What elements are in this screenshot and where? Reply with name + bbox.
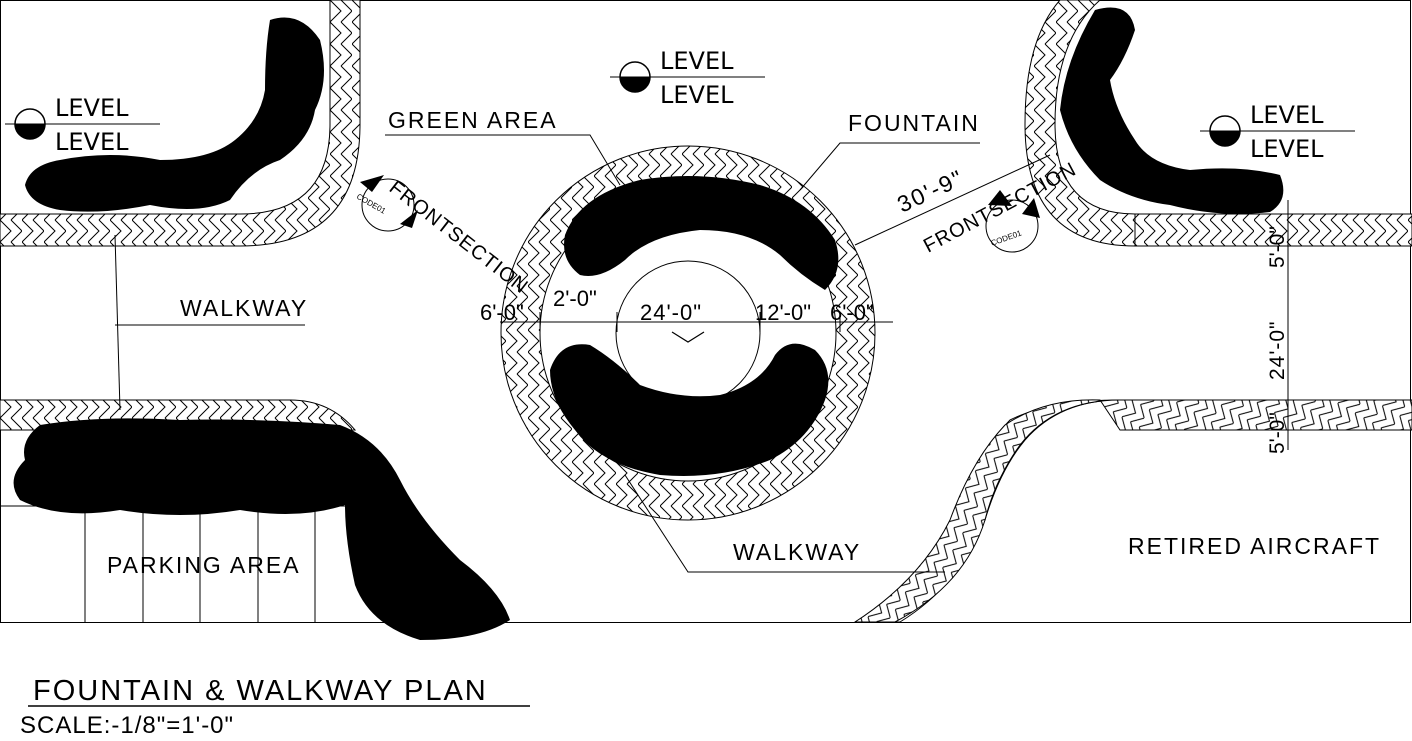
level-1-bottom: LEVEL <box>55 128 129 156</box>
dimension-radius: 30'-9" <box>893 164 968 217</box>
section-left-name: FRONTSECTION <box>385 177 532 299</box>
dim-h-1: 6'-0" <box>480 300 524 325</box>
dim-h-3: 24'-0" <box>640 300 702 325</box>
leader-lines <box>114 134 1051 573</box>
level-2-bottom: LEVEL <box>660 81 734 109</box>
fountain-label: FOUNTAIN <box>848 110 980 136</box>
level-3-bottom: LEVEL <box>1250 135 1324 163</box>
walkway-lower-right-fill <box>853 399 1412 623</box>
dimension-line-horizontal <box>500 312 893 332</box>
section-marker-left <box>360 175 418 232</box>
dimension-line-vertical <box>1278 200 1298 450</box>
level-3-top: LEVEL <box>1250 101 1324 129</box>
shrub-planting-fountain-upper <box>564 176 839 290</box>
plan-scale: SCALE:-1/8"=1'-0" <box>20 712 234 739</box>
plan-title: FOUNTAIN & WALKWAY PLAN <box>33 675 488 707</box>
shrub-planting-upper-right <box>1060 7 1284 214</box>
dim-v-2: 24'-0" <box>1266 321 1289 381</box>
dim-v-3: 5'-0" <box>1266 226 1289 268</box>
walkway-bottom-label: WALKWAY <box>733 539 861 565</box>
walkway-upper-left <box>0 0 361 247</box>
green-area-label: GREEN AREA <box>388 107 558 133</box>
parking-area-label: PARKING AREA <box>107 552 301 578</box>
section-marker-right <box>985 190 1040 253</box>
level-marker-1 <box>5 108 160 140</box>
dim-h-4: 12'-0" <box>755 300 811 325</box>
dim-h-2: 2'-0" <box>553 286 597 311</box>
shrub-planting-fountain-lower <box>550 343 829 476</box>
shrub-planting-upper-left <box>25 17 324 212</box>
site-boundary <box>0 0 1411 623</box>
fountain-spout <box>671 331 705 343</box>
level-marker-2 <box>610 61 765 93</box>
walkway-upper-band-right <box>1134 213 1412 247</box>
retired-aircraft-label: RETIRED AIRCRAFT <box>1128 533 1381 559</box>
walkway-upper-right <box>1024 0 1136 247</box>
level-2-top: LEVEL <box>660 47 734 75</box>
walkway-left-label: WALKWAY <box>180 295 308 321</box>
level-marker-3 <box>1200 115 1355 147</box>
dim-v-1: 5'-0" <box>1266 412 1289 454</box>
parking-stalls <box>0 505 345 622</box>
shrub-planting-lower-left <box>13 418 510 640</box>
level-1-top: LEVEL <box>55 94 129 122</box>
dim-h-5: 6'-0" <box>830 300 874 325</box>
